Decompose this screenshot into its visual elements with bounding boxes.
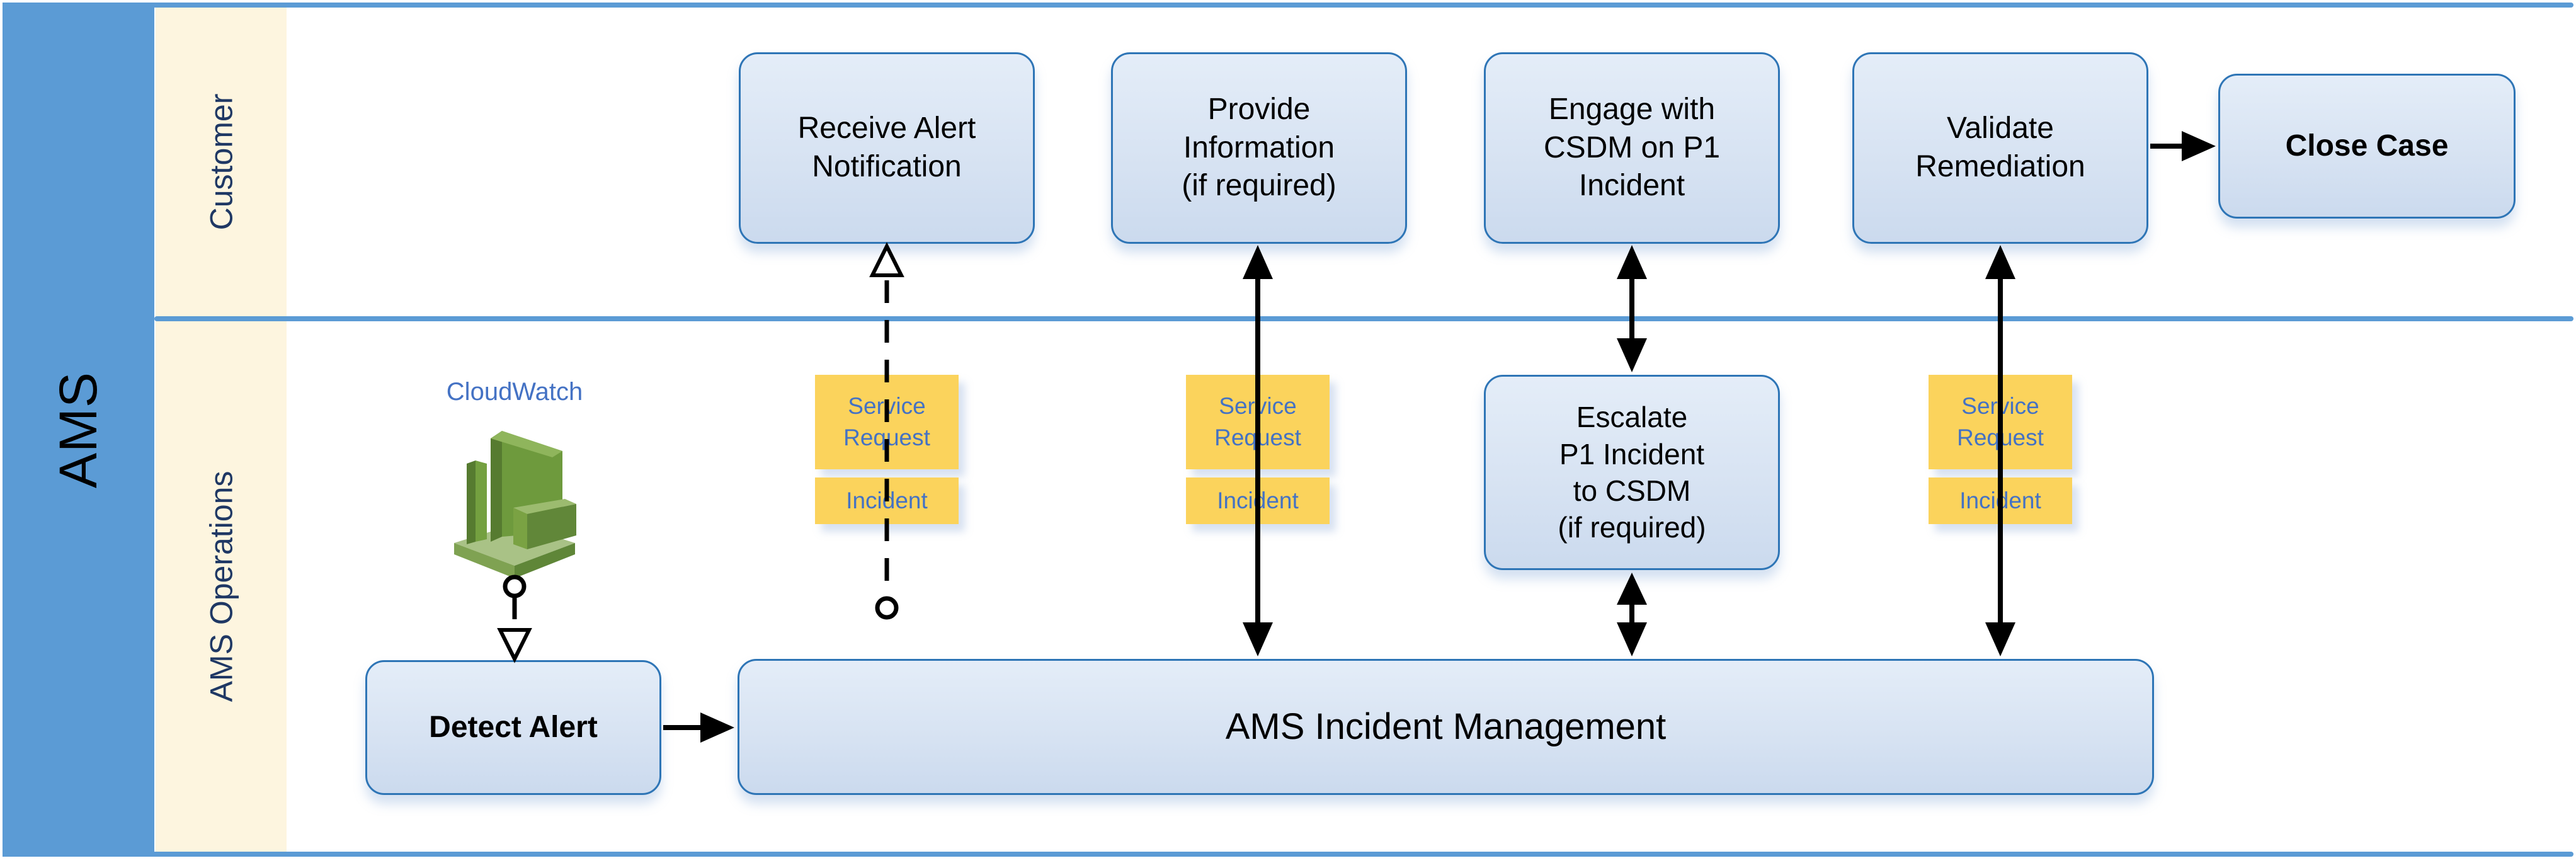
- tag-service-request: Service Request: [1186, 375, 1330, 469]
- node-validate-remediation: Validate Remediation: [1852, 52, 2148, 244]
- pool-top-border: [3, 3, 2573, 8]
- node-close-case: Close Case: [2218, 74, 2516, 219]
- cloudwatch-icon: [454, 431, 576, 578]
- edge-engage-csdm-escalate: [1617, 245, 1647, 372]
- node-escalate-p1-incident: Escalate P1 Incident to CSDM (if require…: [1484, 375, 1780, 570]
- lane-divider: [154, 316, 2573, 321]
- lane-label-customer: Customer: [156, 8, 287, 316]
- edge-validate-to-close-case: [2150, 131, 2216, 161]
- tag-incident: Incident: [1186, 477, 1330, 524]
- tag-incident: Incident: [815, 477, 959, 524]
- edge-detect-alert-to-ams-im: [663, 712, 734, 743]
- tag-service-request: Service Request: [1929, 375, 2072, 469]
- cloudwatch-label: CloudWatch: [446, 378, 583, 406]
- node-receive-alert-notification: Receive Alert Notification: [739, 52, 1035, 244]
- node-provide-information: Provide Information (if required): [1111, 52, 1407, 244]
- node-detect-alert: Detect Alert: [365, 660, 661, 795]
- lane-label-ams-operations: AMS Operations: [156, 321, 287, 852]
- pool-band-ams: AMS: [3, 3, 154, 857]
- node-engage-with-csdm: Engage with CSDM on P1 Incident: [1484, 52, 1780, 244]
- pool-title: AMS: [48, 371, 108, 488]
- pool-bottom-border: [3, 852, 2573, 857]
- node-ams-incident-management: AMS Incident Management: [738, 659, 2154, 795]
- lane-label-customer-text: Customer: [203, 93, 239, 231]
- tag-incident: Incident: [1929, 477, 2072, 524]
- edge-escalate-ams-im: [1617, 573, 1647, 656]
- tag-service-request: Service Request: [815, 375, 959, 469]
- edge-cloudwatch-to-detect-alert: [497, 574, 532, 663]
- lane-label-ams-operations-text: AMS Operations: [203, 471, 239, 702]
